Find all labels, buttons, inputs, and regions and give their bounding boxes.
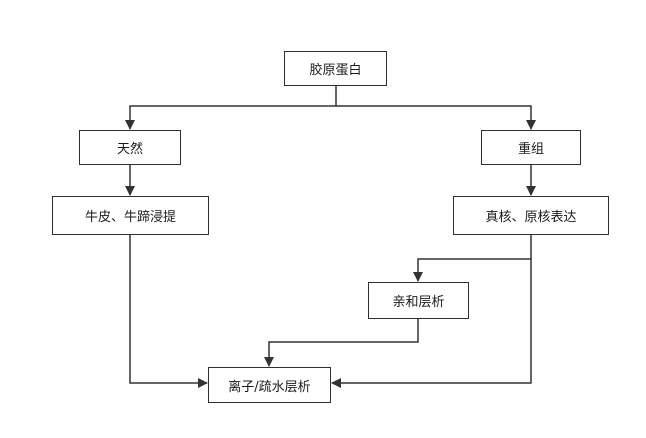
node-recombinant-label: 重组 <box>517 142 544 157</box>
node-extraction-label: 牛皮、牛蹄浸提 <box>84 210 176 225</box>
node-recombinant: 重组 <box>481 130 581 165</box>
node-expression-label: 真核、原核表达 <box>485 210 577 225</box>
node-natural-label: 天然 <box>116 142 143 157</box>
node-final-label: 离子/疏水层析 <box>228 379 311 395</box>
connector-expression-to-final <box>331 259 532 388</box>
node-affinity-label: 亲和层析 <box>392 295 445 310</box>
connector-extraction-to-final <box>129 235 208 388</box>
node-collagen: 胶原蛋白 <box>284 51 387 86</box>
node-collagen-label: 胶原蛋白 <box>309 63 362 78</box>
node-affinity-chromatography: 亲和层析 <box>368 282 469 319</box>
node-natural: 天然 <box>79 130 181 165</box>
connector-affinity-to-final <box>264 319 419 367</box>
connector-expression-to-affinity <box>413 235 532 282</box>
connector-root-to-recombinant <box>336 105 536 130</box>
node-ion-hydrophobic-chromatography: 离子/疏水层析 <box>208 367 331 403</box>
connector-root-to-natural <box>125 86 337 130</box>
node-expression: 真核、原核表达 <box>453 196 609 235</box>
node-extraction: 牛皮、牛蹄浸提 <box>52 196 209 235</box>
